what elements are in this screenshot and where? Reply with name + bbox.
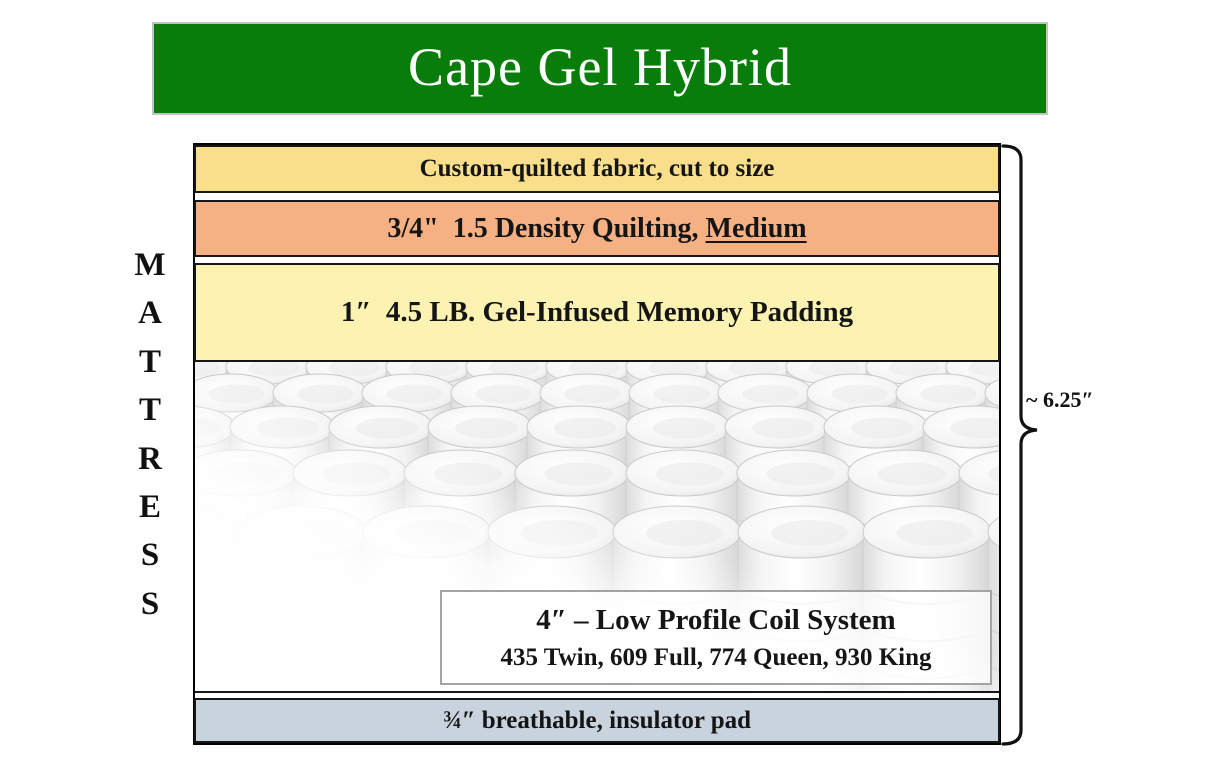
- page-title: Cape Gel Hybrid: [408, 36, 792, 97]
- layer-memory-padding: 1″ 4.5 LB. Gel-Infused Memory Padding: [194, 263, 1000, 362]
- mattress-cross-section: Custom-quilted fabric, cut to size 3/4" …: [193, 143, 1001, 745]
- density-quilting-label: 3/4" 1.5 Density Quilting, Medium: [387, 212, 807, 244]
- layer-insulator-pad: ¾″ breathable, insulator pad: [194, 698, 1000, 743]
- quilted-fabric-label: Custom-quilted fabric, cut to size: [419, 155, 775, 182]
- measurement-label: ~ 6.25″: [1026, 387, 1094, 412]
- mattress-letter: E: [138, 489, 161, 526]
- layer-quilted-fabric: Custom-quilted fabric, cut to size: [194, 145, 1000, 193]
- title-banner: Cape Gel Hybrid: [152, 22, 1048, 115]
- coil-info-box: 4″ – Low Profile Coil System 435 Twin, 6…: [440, 590, 992, 685]
- mattress-letter: A: [138, 295, 162, 332]
- coil-system-sizes: 435 Twin, 609 Full, 774 Queen, 930 King: [500, 643, 932, 671]
- mattress-letter: R: [138, 440, 162, 477]
- mattress-letter: S: [140, 537, 160, 574]
- mattress-letter: T: [138, 392, 161, 429]
- density-quilting-medium: Medium: [705, 212, 807, 244]
- layer-density-quilting: 3/4" 1.5 Density Quilting, Medium: [194, 200, 1000, 257]
- mattress-letter: M: [134, 247, 166, 283]
- measurement-brace: [1001, 144, 1038, 746]
- mattress-letter: S: [140, 585, 160, 622]
- mattress-letter: T: [138, 343, 161, 380]
- coil-system-title: 4″ – Low Profile Coil System: [536, 603, 896, 636]
- memory-padding-label: 1″ 4.5 LB. Gel-Infused Memory Padding: [340, 296, 854, 328]
- insulator-pad-label: ¾″ breathable, insulator pad: [442, 706, 752, 734]
